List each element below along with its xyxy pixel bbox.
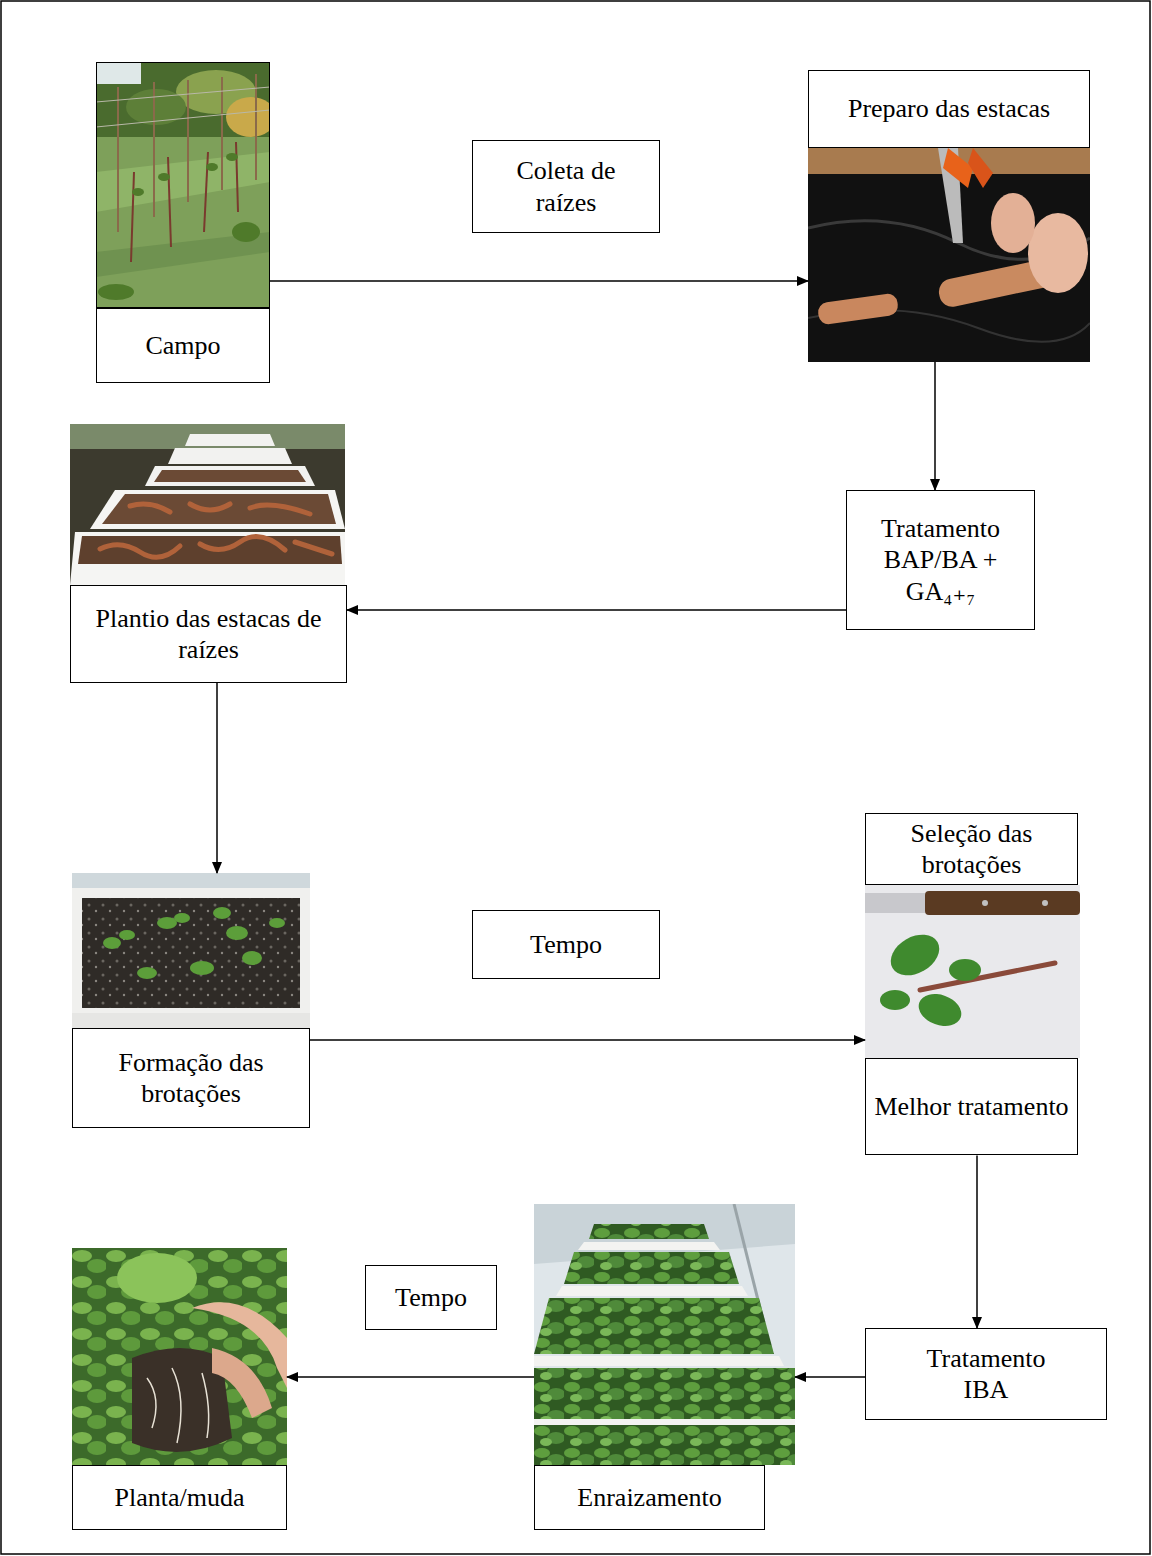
flow-arrow xyxy=(310,1039,865,1041)
label-box: Formação das brotações xyxy=(72,1028,310,1128)
label-box: Enraizamento xyxy=(534,1465,765,1530)
flow-arrow xyxy=(347,609,846,611)
label-box: Preparo das estacas xyxy=(808,70,1090,148)
label-box: Plantio das estacas de raízes xyxy=(70,585,347,683)
flow-arrow xyxy=(287,1376,534,1378)
flow-arrow xyxy=(270,280,808,282)
step-label: Planta/muda xyxy=(115,1482,245,1513)
shoots-photo xyxy=(72,873,310,1028)
field-photo xyxy=(96,62,270,308)
photo-slot xyxy=(808,148,1090,362)
step-label: Tempo xyxy=(530,929,602,960)
label-box: Planta/muda xyxy=(72,1465,287,1530)
flow-arrow xyxy=(934,362,936,490)
rooting-greenhouse-photo xyxy=(534,1204,795,1465)
photo-step: Campo xyxy=(96,62,270,383)
step-label: Tempo xyxy=(395,1282,467,1313)
photo-step: Seleção das brotaçõesMelhor tratamento xyxy=(865,813,1078,1155)
process-box: Tempo xyxy=(472,910,660,979)
label-box: Campo xyxy=(96,308,270,383)
planting-trays-photo xyxy=(70,424,345,585)
process-box: Tratamento IBA xyxy=(865,1328,1107,1420)
photo-step: Formação das brotações xyxy=(72,873,310,1128)
step-label: Melhor tratamento xyxy=(874,1091,1068,1122)
photo-step: Plantio das estacas de raízes xyxy=(70,424,347,683)
step-label: Formação das brotações xyxy=(81,1047,301,1109)
step-label: Preparo das estacas xyxy=(848,93,1050,124)
photo-step: Planta/muda xyxy=(72,1248,287,1530)
photo-slot xyxy=(72,1248,287,1465)
photo-step: Enraizamento xyxy=(534,1204,795,1530)
flow-arrow xyxy=(216,683,218,873)
photo-slot xyxy=(96,62,270,308)
process-box: Tempo xyxy=(365,1265,497,1330)
step-label: Enraizamento xyxy=(577,1482,721,1513)
step-label: Seleção das brotações xyxy=(874,818,1069,880)
step-label: Coleta de raízes xyxy=(487,155,645,217)
label-box: Melhor tratamento xyxy=(865,1058,1078,1155)
label-box: Seleção das brotações xyxy=(865,813,1078,885)
cutting-preparation-photo xyxy=(808,148,1090,362)
flow-arrow xyxy=(976,1155,978,1328)
photo-slot xyxy=(72,873,310,1028)
process-box: Tratamento BAP/BA + GA₄₊₇ xyxy=(846,490,1035,630)
rooted-plant-photo xyxy=(72,1248,287,1465)
selected-shoot-photo xyxy=(865,885,1080,1058)
photo-slot xyxy=(865,885,1078,1058)
step-label: Campo xyxy=(145,330,220,361)
flow-arrow xyxy=(795,1376,865,1378)
photo-step: Preparo das estacas xyxy=(808,70,1090,362)
photo-slot xyxy=(70,424,347,585)
process-box: Coleta de raízes xyxy=(472,140,660,233)
step-label: Tratamento BAP/BA + GA₄₊₇ xyxy=(855,513,1026,607)
photo-slot xyxy=(534,1204,795,1465)
step-label: Tratamento IBA xyxy=(911,1343,1061,1405)
step-label: Plantio das estacas de raízes xyxy=(79,603,338,665)
